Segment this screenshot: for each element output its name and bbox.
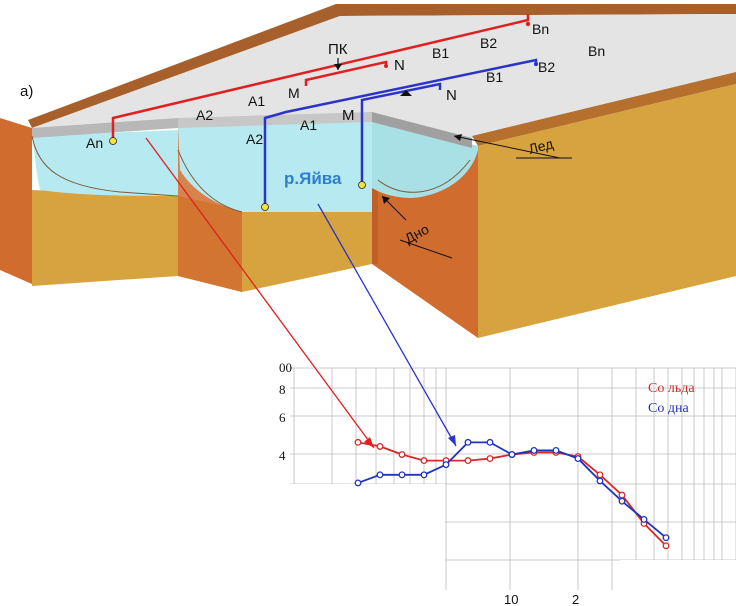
x-tick-label: 10 (504, 592, 518, 606)
series-point-bottom (443, 462, 449, 468)
electrode-A2-label: A2 (246, 131, 263, 147)
chart-mask-right (620, 560, 736, 606)
electrode-An-label: An (86, 135, 103, 151)
left-bank-side (0, 118, 32, 284)
river-name-label: р.Яйва (284, 169, 342, 188)
y-tick-label: 6 (279, 410, 286, 425)
electrode-M-upper-label: M (288, 85, 300, 101)
y-tick-label: 8 (279, 382, 286, 397)
series-point-ice (597, 472, 603, 478)
series-point-ice (355, 440, 361, 446)
electrode-B1-label: B1 (486, 69, 503, 85)
series-point-bottom (641, 517, 647, 523)
series-point-bottom (597, 478, 603, 484)
front-soil-left (32, 190, 178, 286)
electrode-B1-upper-label: B1 (432, 45, 449, 61)
electrode-Bn-marker (526, 22, 530, 26)
series-point-bottom (465, 440, 471, 446)
series-point-bottom (487, 440, 493, 446)
electrode-Bn-label: Bn (588, 43, 605, 59)
panel-label: а) (20, 83, 33, 100)
y-tick-label: 00 (279, 360, 292, 375)
series-point-bottom (553, 448, 559, 454)
electrode-N-upper-marker (384, 64, 388, 68)
electrode-N-upper-label: N (394, 57, 405, 74)
electrode-A2-bottom-marker (262, 204, 269, 211)
electrode-M-label: M (342, 107, 355, 124)
river-block-diagram (0, 4, 736, 338)
series-point-ice (487, 456, 493, 462)
electrode-B2-upper-label: B2 (480, 35, 497, 51)
series-point-bottom (399, 472, 405, 478)
chart-legend: Со льда Со дна (648, 381, 695, 416)
series-point-bottom (531, 448, 537, 454)
y-tick-label: 4 (279, 448, 286, 463)
electrode-A2-upper-label: A2 (196, 107, 213, 123)
electrode-B2-label: B2 (538, 59, 555, 75)
series-point-ice (619, 492, 625, 498)
electrode-M-bottom-marker (359, 182, 366, 189)
front-soil-mid2 (242, 210, 372, 292)
sounding-curves-chart: 00 8 6 4 10 2 Со льда Со дна (279, 360, 736, 606)
series-point-bottom (575, 456, 581, 462)
series-point-ice (421, 458, 427, 464)
water-section-left (32, 130, 178, 196)
legend-bottom: Со дна (648, 401, 689, 416)
x-tick-label: 2 (572, 592, 579, 606)
bottom-connector-arrow-head (448, 435, 456, 446)
series-point-bottom (663, 535, 669, 541)
series-point-ice (663, 543, 669, 549)
electrode-N-label: N (446, 87, 457, 104)
series-point-bottom (355, 480, 361, 486)
series-point-ice (465, 458, 471, 464)
electrode-A1-upper-label: A1 (248, 93, 265, 109)
series-point-bottom (421, 472, 427, 478)
series-point-ice (377, 444, 383, 450)
series-point-bottom (509, 452, 515, 458)
electrode-An-marker (110, 138, 117, 145)
series-point-bottom (619, 498, 625, 504)
chart-mask-left (290, 484, 445, 606)
series-point-ice (399, 452, 405, 458)
electrode-Bn-upper-label: Bn (532, 21, 549, 37)
electrode-A1-label: A1 (300, 117, 317, 133)
series-point-bottom (377, 472, 383, 478)
ice-connector-arrow-head (364, 437, 374, 448)
pk-label: ПК (328, 41, 348, 58)
legend-ice: Со льда (648, 381, 695, 396)
